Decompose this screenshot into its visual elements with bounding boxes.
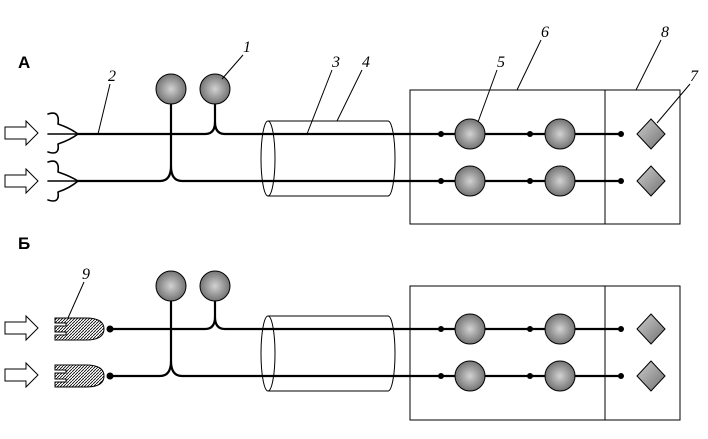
junction-dot [527, 178, 533, 184]
callout-6: 6 [541, 24, 549, 41]
callout-1: 1 [243, 39, 251, 56]
junction-dot [618, 131, 624, 137]
round-node-icon [155, 73, 187, 105]
junction-dot [106, 372, 114, 380]
round-node-icon [544, 165, 576, 197]
hollow-arrow-icon [4, 167, 39, 195]
antenna-icon [47, 160, 79, 202]
panel-label-a: А [18, 53, 30, 72]
fiber-line-bottom [76, 164, 443, 183]
junction-dot [527, 326, 533, 332]
panel-b: Б [4, 234, 681, 421]
leader-line [97, 83, 111, 135]
hollow-arrow-icon [4, 314, 39, 342]
junction-dot [438, 178, 444, 184]
sensor-icon [54, 364, 105, 388]
round-node-icon [454, 360, 486, 392]
callout-2: 2 [108, 68, 116, 85]
junction-dot [618, 178, 624, 184]
panel-label-b: Б [18, 234, 30, 253]
callout-8: 8 [661, 24, 669, 41]
receiver-box [409, 89, 681, 225]
callout-3: 3 [331, 54, 340, 71]
leader-line [656, 83, 691, 124]
round-node-icon [454, 118, 486, 150]
callout-9: 9 [82, 266, 90, 283]
round-node-icon [199, 73, 231, 105]
junction-dot [438, 326, 444, 332]
leader-line [67, 281, 85, 319]
callout-4: 4 [362, 54, 370, 71]
leader-line [477, 69, 498, 123]
cable-cylinder [260, 315, 396, 392]
leader-line [516, 39, 542, 91]
junction-dot [618, 373, 624, 379]
junction-dot [527, 373, 533, 379]
junction-dot [527, 131, 533, 137]
junction-dot [438, 373, 444, 379]
junction-dot [618, 326, 624, 332]
round-node-icon [544, 313, 576, 345]
panel-a: А [4, 24, 699, 225]
callout-5: 5 [497, 54, 505, 71]
sensor-icon [54, 317, 105, 341]
round-node-icon [544, 360, 576, 392]
leader-line [635, 39, 662, 91]
round-node-icon [155, 270, 187, 302]
leader-line [221, 54, 244, 80]
hollow-arrow-icon [4, 361, 39, 389]
diamond-node-icon [636, 360, 666, 392]
diamond-node-icon [636, 165, 666, 197]
antenna-icon [47, 112, 79, 154]
leader-line [306, 69, 333, 135]
fiber-line-bottom [108, 359, 443, 378]
round-node-icon [454, 165, 486, 197]
fiber-line-top [76, 120, 443, 136]
diamond-node-icon [636, 118, 666, 150]
round-node-icon [454, 313, 486, 345]
diamond-node-icon [636, 313, 666, 345]
receiver-box [409, 285, 681, 421]
junction-dot [438, 131, 444, 137]
callout-7: 7 [690, 68, 699, 85]
round-node-icon [199, 270, 231, 302]
fiber-line-top [108, 315, 443, 331]
leader-line [336, 69, 363, 122]
round-node-icon [544, 118, 576, 150]
junction-dot [106, 325, 114, 333]
cable-cylinder [260, 120, 396, 197]
hollow-arrow-icon [4, 119, 39, 147]
